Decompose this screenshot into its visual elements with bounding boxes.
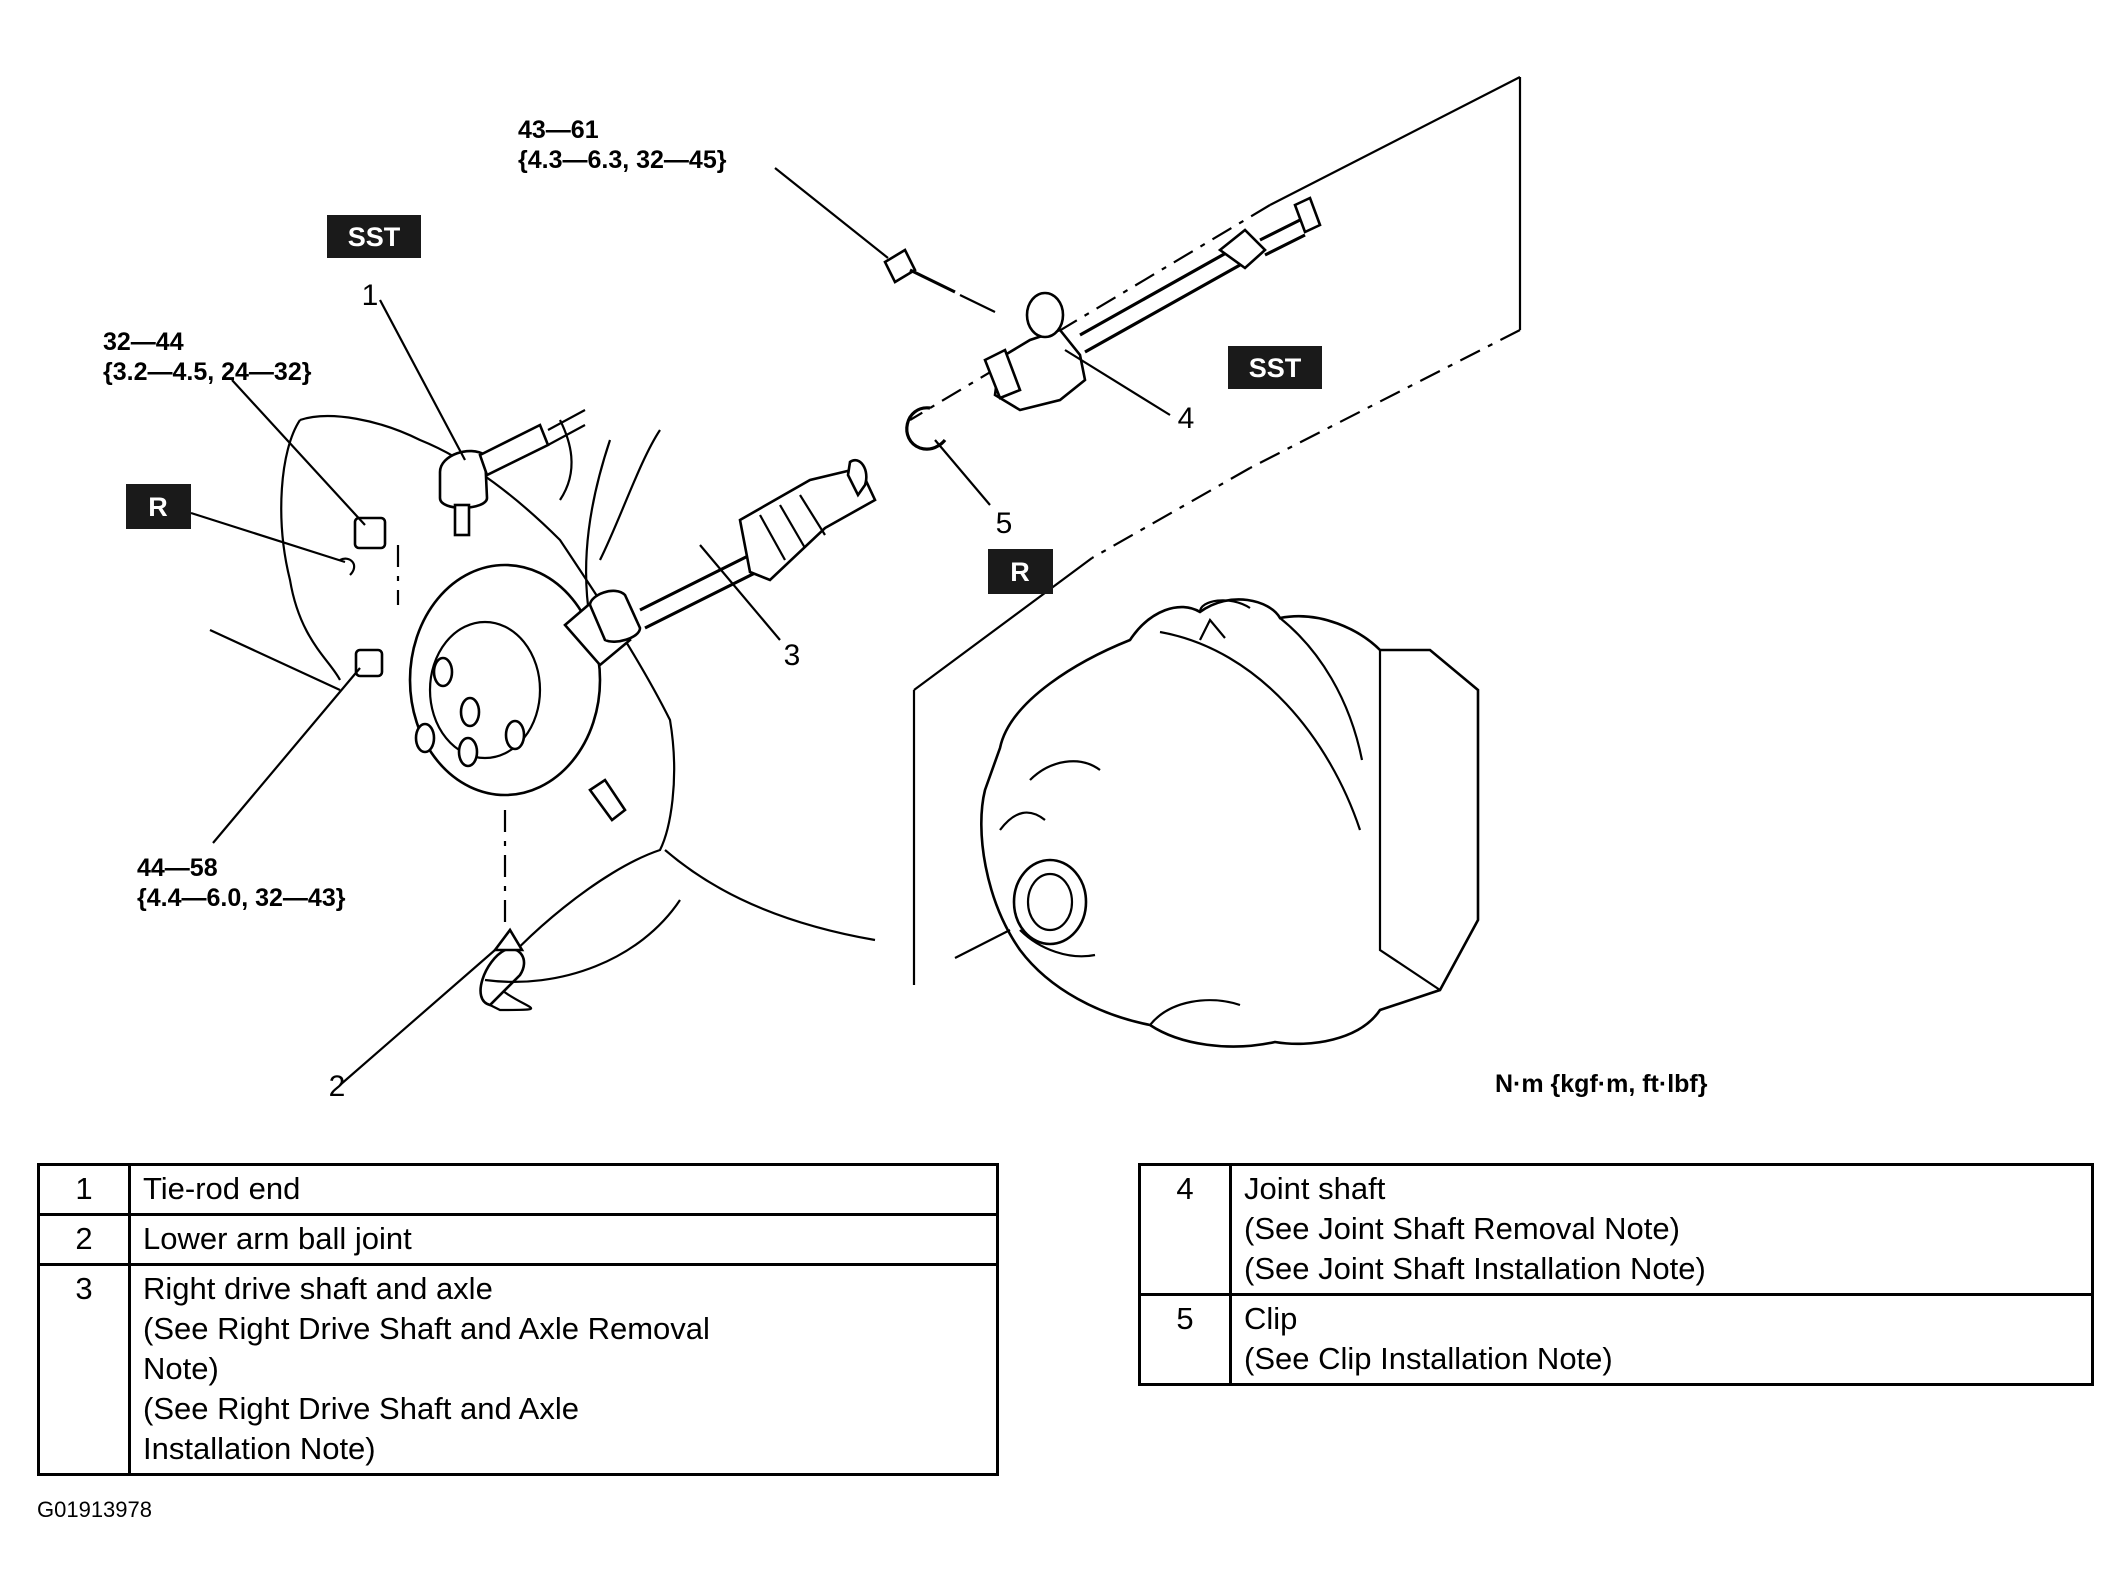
- part-description: Clip (See Clip Installation Note): [1229, 1293, 2094, 1386]
- joint-shaft-bolt: [883, 248, 996, 313]
- callout-2: 2: [329, 1070, 346, 1103]
- table-row: 1 Tie-rod end: [37, 1163, 999, 1216]
- callout-4: 4: [1178, 402, 1195, 435]
- tie-rod-end: [438, 409, 586, 537]
- parts-legend-right: 4 Joint shaft (See Joint Shaft Removal N…: [1138, 1163, 2094, 1386]
- part-number: 2: [37, 1213, 131, 1266]
- svg-text:R: R: [1010, 557, 1030, 587]
- torque-ball-joint-bolt-nm: 44—58: [137, 854, 218, 882]
- part-description: Tie-rod end: [128, 1163, 999, 1216]
- table-row: 2 Lower arm ball joint: [37, 1213, 999, 1266]
- svg-text:SST: SST: [348, 222, 401, 252]
- table-row: 3 Right drive shaft and axle (See Right …: [37, 1263, 999, 1476]
- transaxle-mounting-plane: [909, 76, 1522, 985]
- part-description: Joint shaft (See Joint Shaft Removal Not…: [1229, 1163, 2094, 1296]
- lower-arm-ball-joint: [492, 778, 627, 952]
- clip: [905, 406, 947, 451]
- callout-1: 1: [362, 279, 379, 312]
- torque-joint-shaft-bolt-alt: {4.3—6.3, 32—45}: [518, 146, 727, 174]
- table-row: 4 Joint shaft (See Joint Shaft Removal N…: [1138, 1163, 2094, 1296]
- tie-rod-nut: [339, 516, 400, 605]
- torque-tie-rod-nut-nm: 32—44: [103, 328, 184, 356]
- part-number: 3: [37, 1263, 131, 1476]
- transaxle-housing: [954, 598, 1480, 1048]
- callout-3: 3: [784, 639, 801, 672]
- svg-text:SST: SST: [1249, 353, 1302, 383]
- sst-badge-tie-rod: SST: [327, 215, 421, 258]
- torque-ball-joint-bolt-alt: {4.4—6.0, 32—43}: [137, 884, 346, 912]
- part-description: Right drive shaft and axle (See Right Dr…: [128, 1263, 999, 1476]
- part-number: 1: [37, 1163, 131, 1216]
- drive-shaft-and-axle: [563, 459, 877, 667]
- knuckle-and-hub: [209, 414, 876, 1012]
- callout-5: 5: [996, 507, 1013, 540]
- parts-legend-left: 1 Tie-rod end 2 Lower arm ball joint 3 R…: [37, 1163, 999, 1476]
- table-row: 5 Clip (See Clip Installation Note): [1138, 1293, 2094, 1386]
- replace-badge-cotter-pin: R: [126, 484, 191, 529]
- figure-id: G01913978: [37, 1497, 152, 1522]
- joint-shaft: [983, 196, 1322, 412]
- part-description: Lower arm ball joint: [128, 1213, 999, 1266]
- part-number: 5: [1138, 1293, 1232, 1386]
- sst-badge-joint-shaft: SST: [1228, 346, 1322, 389]
- leader-lines: [190, 167, 1171, 1086]
- svg-text:R: R: [148, 492, 168, 522]
- part-number: 4: [1138, 1163, 1232, 1296]
- units-note: N·m {kgf·m, ft·lbf}: [1495, 1070, 1708, 1098]
- ball-joint-bolt-nut: [354, 648, 384, 678]
- torque-tie-rod-nut-alt: {3.2—4.5, 24—32}: [103, 358, 312, 386]
- replace-badge-clip: R: [988, 549, 1053, 594]
- torque-joint-shaft-bolt-nm: 43—61: [518, 116, 599, 144]
